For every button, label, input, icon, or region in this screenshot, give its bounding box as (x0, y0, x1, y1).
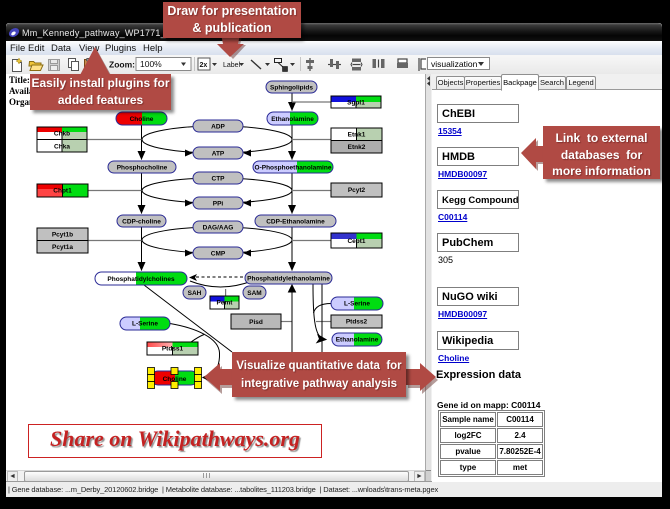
svg-text:Choline: Choline (163, 376, 187, 383)
svg-text:Pemt: Pemt (217, 300, 234, 307)
svg-text:PPi: PPi (213, 201, 224, 208)
svg-text:Label: Label (223, 62, 241, 69)
svg-text:Ptdss2: Ptdss2 (346, 319, 368, 326)
svg-text:Choline: Choline (130, 116, 154, 123)
svg-text:Chkb: Chkb (54, 131, 70, 138)
svg-text:Organ: Organ (9, 97, 34, 107)
svg-text:Ptdss1: Ptdss1 (162, 346, 184, 353)
svg-text:Pcyt1b: Pcyt1b (52, 232, 73, 239)
svg-text:Sgpl1: Sgpl1 (347, 100, 365, 107)
svg-text:ADP: ADP (211, 124, 225, 131)
svg-text:Ethanolamine: Ethanolamine (271, 116, 314, 123)
svg-text:O-Phosphoethanolamine: O-Phosphoethanolamine (255, 165, 332, 172)
svg-text:Sphingolipids: Sphingolipids (270, 85, 313, 92)
svg-text:Etnk1: Etnk1 (348, 132, 366, 139)
svg-text:100%: 100% (140, 59, 162, 69)
svg-text:CDP-choline: CDP-choline (122, 219, 161, 226)
svg-text:Pisd: Pisd (249, 319, 263, 326)
svg-text:Ethanolamine: Ethanolamine (336, 337, 379, 344)
svg-text:Etnk2: Etnk2 (348, 144, 366, 151)
svg-text:Pcyt2: Pcyt2 (348, 187, 366, 194)
svg-text:SAH: SAH (188, 290, 202, 297)
svg-text:ATP: ATP (212, 151, 225, 158)
svg-text:Pcyt1a: Pcyt1a (52, 244, 73, 251)
svg-text:Availa: Availa (9, 86, 34, 96)
svg-text:L-Serine: L-Serine (344, 301, 370, 308)
svg-text:Chka: Chka (54, 144, 70, 151)
svg-text:Cept1: Cept1 (347, 238, 365, 245)
svg-text:Phosphatidylethanolamine: Phosphatidylethanolamine (247, 276, 330, 283)
svg-text:Phosphatidylcholines: Phosphatidylcholines (107, 276, 175, 283)
svg-text:CTP: CTP (212, 176, 226, 183)
svg-text:Title:: Title: (9, 75, 30, 85)
svg-text:L-Serine: L-Serine (132, 321, 158, 328)
svg-text:CMP: CMP (211, 251, 226, 258)
svg-text:SAM: SAM (247, 290, 261, 297)
svg-text:DAG/AAG: DAG/AAG (203, 225, 234, 232)
svg-text:Chpt1: Chpt1 (53, 188, 72, 195)
svg-text:2x: 2x (200, 62, 208, 69)
svg-text:CDP-Ethanolamine: CDP-Ethanolamine (266, 219, 325, 226)
svg-text:Zoom:: Zoom: (109, 60, 135, 70)
svg-text:Phosphocholine: Phosphocholine (117, 165, 168, 172)
